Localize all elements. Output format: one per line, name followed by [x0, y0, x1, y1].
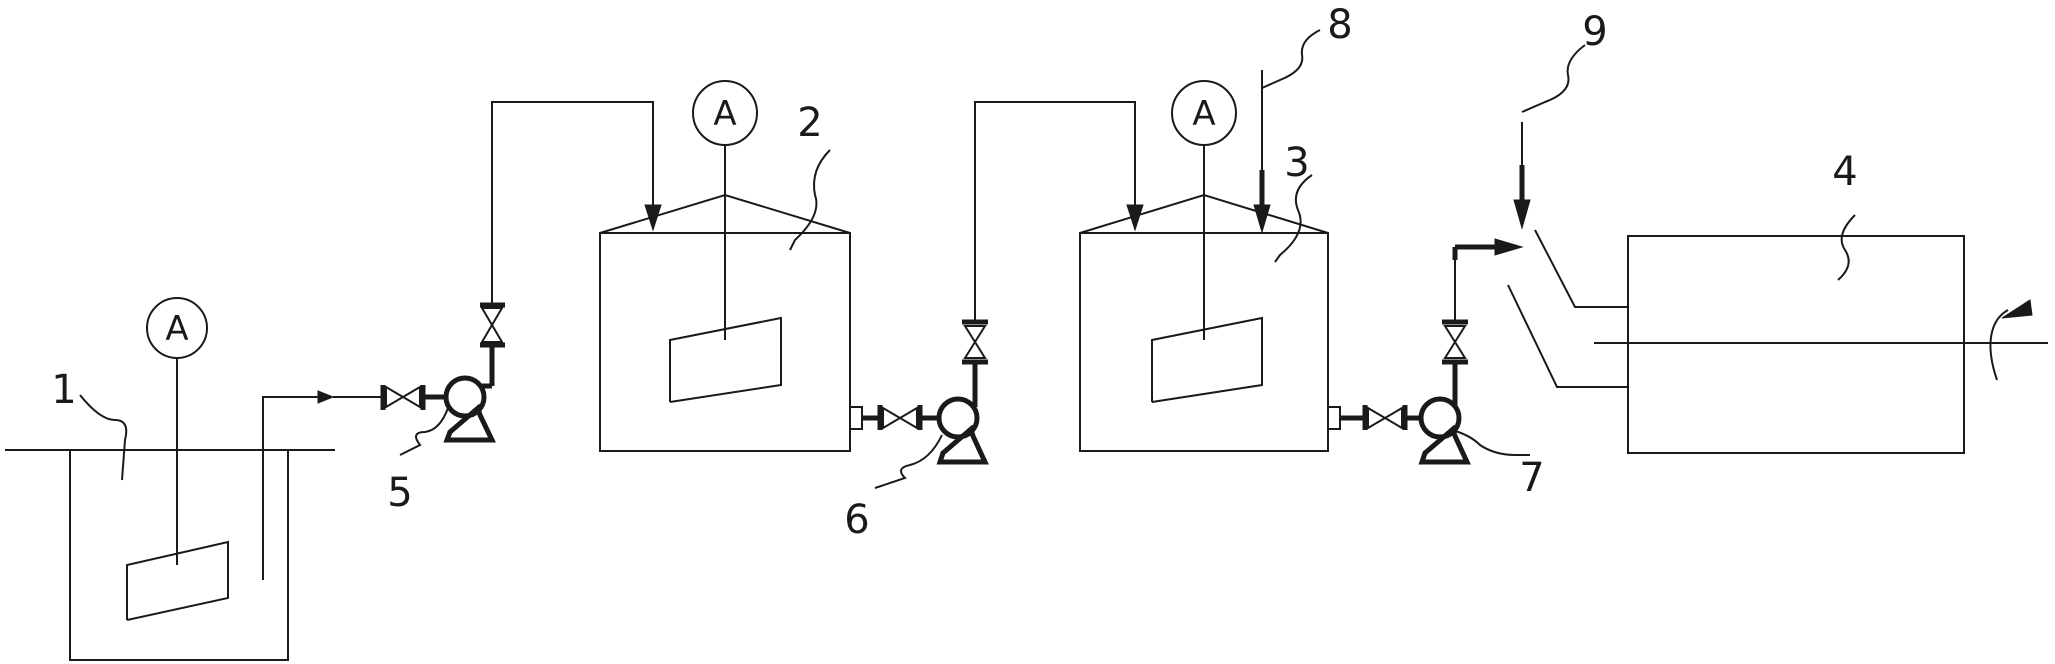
tank-2-ammeter: A	[692, 80, 758, 146]
tank-1-body	[69, 450, 289, 661]
label-2: 2	[797, 100, 822, 146]
tank-1: A	[5, 297, 383, 661]
flow-arrow	[1253, 204, 1271, 234]
leader-3	[1274, 174, 1313, 263]
flow-arrow	[1494, 238, 1524, 256]
pump-7	[1340, 238, 1524, 465]
pump-5-base	[443, 403, 496, 443]
label-9: 9	[1582, 9, 1607, 55]
machine-4-body	[1627, 235, 1965, 454]
tank-1-ammeter-symbol: A	[165, 309, 188, 349]
tank-1-outlet-pipe	[262, 396, 318, 580]
machine-4-inlet-upper	[1534, 229, 1628, 308]
label-7: 7	[1519, 455, 1544, 501]
tank-3-ammeter-symbol: A	[1192, 94, 1215, 134]
leader-7	[1451, 429, 1530, 456]
leader-4	[1837, 214, 1856, 281]
tank-2-ammeter-symbol: A	[713, 94, 736, 134]
pump-6	[862, 101, 1144, 465]
tank-3-agitator-blade	[1151, 316, 1263, 403]
number-labels: 1 2 3 4 5 6 7 8 9	[51, 2, 1857, 543]
pipe-to-tank-2	[491, 101, 654, 305]
flow-arrow	[317, 390, 335, 404]
leader-1	[79, 394, 128, 481]
tank-2-outlet-nozzle	[849, 406, 863, 430]
leader-8	[1261, 29, 1321, 89]
rotation-arrow-head	[2001, 299, 2033, 319]
tank-1-ammeter: A	[146, 297, 208, 359]
label-8: 8	[1327, 2, 1352, 48]
tank-3: A	[1079, 70, 1341, 452]
tank-3-ammeter: A	[1171, 80, 1237, 146]
label-6: 6	[844, 497, 869, 543]
pump-5	[380, 101, 662, 443]
label-1: 1	[51, 367, 76, 413]
tank-1-agitator-blade	[126, 540, 229, 621]
rotation-arrow	[1989, 309, 2009, 381]
pump-6-base	[936, 424, 989, 465]
tank-3-outlet-nozzle	[1327, 406, 1341, 430]
pump-7-base	[1418, 424, 1471, 465]
flow-arrow	[1513, 199, 1531, 230]
pipe-to-tank-3	[974, 101, 1136, 322]
label-5: 5	[387, 470, 412, 516]
machine-4	[1507, 122, 2048, 454]
tank-2: A	[599, 80, 863, 452]
label-4: 4	[1832, 149, 1857, 195]
leader-lines	[79, 29, 1856, 489]
machine-4-inlet-lower	[1507, 284, 1628, 388]
label-3: 3	[1284, 140, 1309, 186]
leader-9	[1521, 44, 1586, 113]
leader-5	[399, 407, 449, 456]
leader-6	[874, 434, 943, 489]
tank-2-agitator-blade	[669, 316, 782, 403]
leader-2	[789, 149, 831, 251]
